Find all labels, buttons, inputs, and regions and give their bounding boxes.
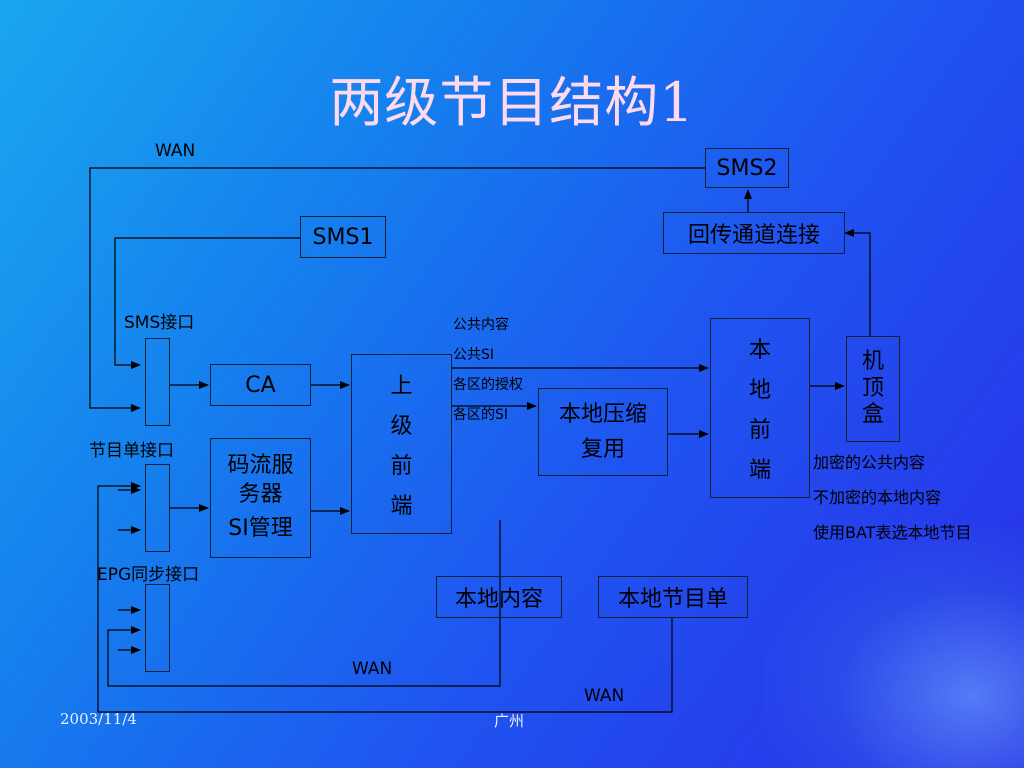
public-content-label: 公共内容 — [453, 317, 509, 333]
local-frontend-box: 本 地 前 端 — [710, 318, 810, 498]
local-frontend-char4: 端 — [748, 458, 771, 483]
sms2-label: SMS2 — [716, 155, 778, 181]
stream-server-box: 码流服 务器 SI管理 — [210, 438, 311, 558]
set-top-box-char2: 顶 — [861, 375, 884, 401]
sms1-box: SMS1 — [300, 216, 386, 258]
set-top-box: 机 顶 盒 — [846, 336, 900, 442]
footer-place: 广州 — [494, 712, 525, 730]
upper-frontend-char4: 端 — [390, 494, 413, 519]
wan-bottom-label-2: WAN — [584, 686, 625, 706]
sms1-label: SMS1 — [312, 224, 374, 250]
ca-box: CA — [210, 364, 311, 406]
ca-label: CA — [245, 372, 276, 398]
upper-frontend-char3: 前 — [390, 454, 413, 479]
sms-interface-box — [145, 338, 170, 426]
local-compress-box: 本地压缩 复用 — [538, 388, 668, 476]
stream-server-line3: SI管理 — [228, 516, 293, 542]
encrypted-public-label: 加密的公共内容 — [813, 453, 926, 472]
slide-title: 两级节目结构1 — [329, 71, 695, 134]
wan-top-label: WAN — [155, 141, 196, 161]
local-frontend-char3: 前 — [748, 418, 771, 443]
set-top-box-char1: 机 — [861, 349, 884, 375]
sms-interface-label: SMS接口 — [124, 313, 195, 333]
return-channel-label: 回传通道连接 — [687, 223, 820, 248]
epg-sync-interface-label: EPG同步接口 — [97, 565, 200, 585]
footer-date: 2003/11/4 — [60, 710, 137, 728]
stream-server-line2: 务器 — [238, 481, 283, 507]
bat-select-label: 使用BAT表选本地节目 — [813, 523, 972, 542]
public-si-label: 公共SI — [453, 347, 495, 363]
local-frontend-char1: 本 — [748, 338, 771, 363]
wan-bottom-label-1: WAN — [352, 659, 393, 679]
local-frontend-char2: 地 — [748, 378, 771, 403]
sms2-box: SMS2 — [705, 148, 789, 188]
local-compress-line1: 本地压缩 — [558, 401, 647, 427]
local-content-label: 本地内容 — [454, 587, 543, 612]
stream-server-line1: 码流服 — [227, 453, 294, 479]
upper-frontend-char2: 级 — [390, 414, 413, 439]
program-list-interface-label: 节目单接口 — [89, 441, 174, 461]
local-program-list-box: 本地节目单 — [598, 576, 748, 618]
local-content-box: 本地内容 — [436, 576, 562, 618]
program-list-interface-box — [145, 464, 170, 552]
epg-sync-interface-box — [145, 584, 170, 672]
regional-si-label: 各区的SI — [453, 407, 509, 423]
corner-decoration — [764, 528, 1024, 768]
upper-frontend-box: 上 级 前 端 — [351, 354, 452, 534]
return-channel-box: 回传通道连接 — [663, 212, 845, 254]
unencrypted-local-label: 不加密的本地内容 — [813, 488, 942, 507]
regional-auth-label: 各区的授权 — [453, 377, 523, 393]
set-top-box-char3: 盒 — [861, 402, 884, 428]
local-program-list-label: 本地节目单 — [617, 587, 728, 612]
local-compress-line2: 复用 — [580, 437, 625, 462]
upper-frontend-char1: 上 — [390, 374, 413, 399]
